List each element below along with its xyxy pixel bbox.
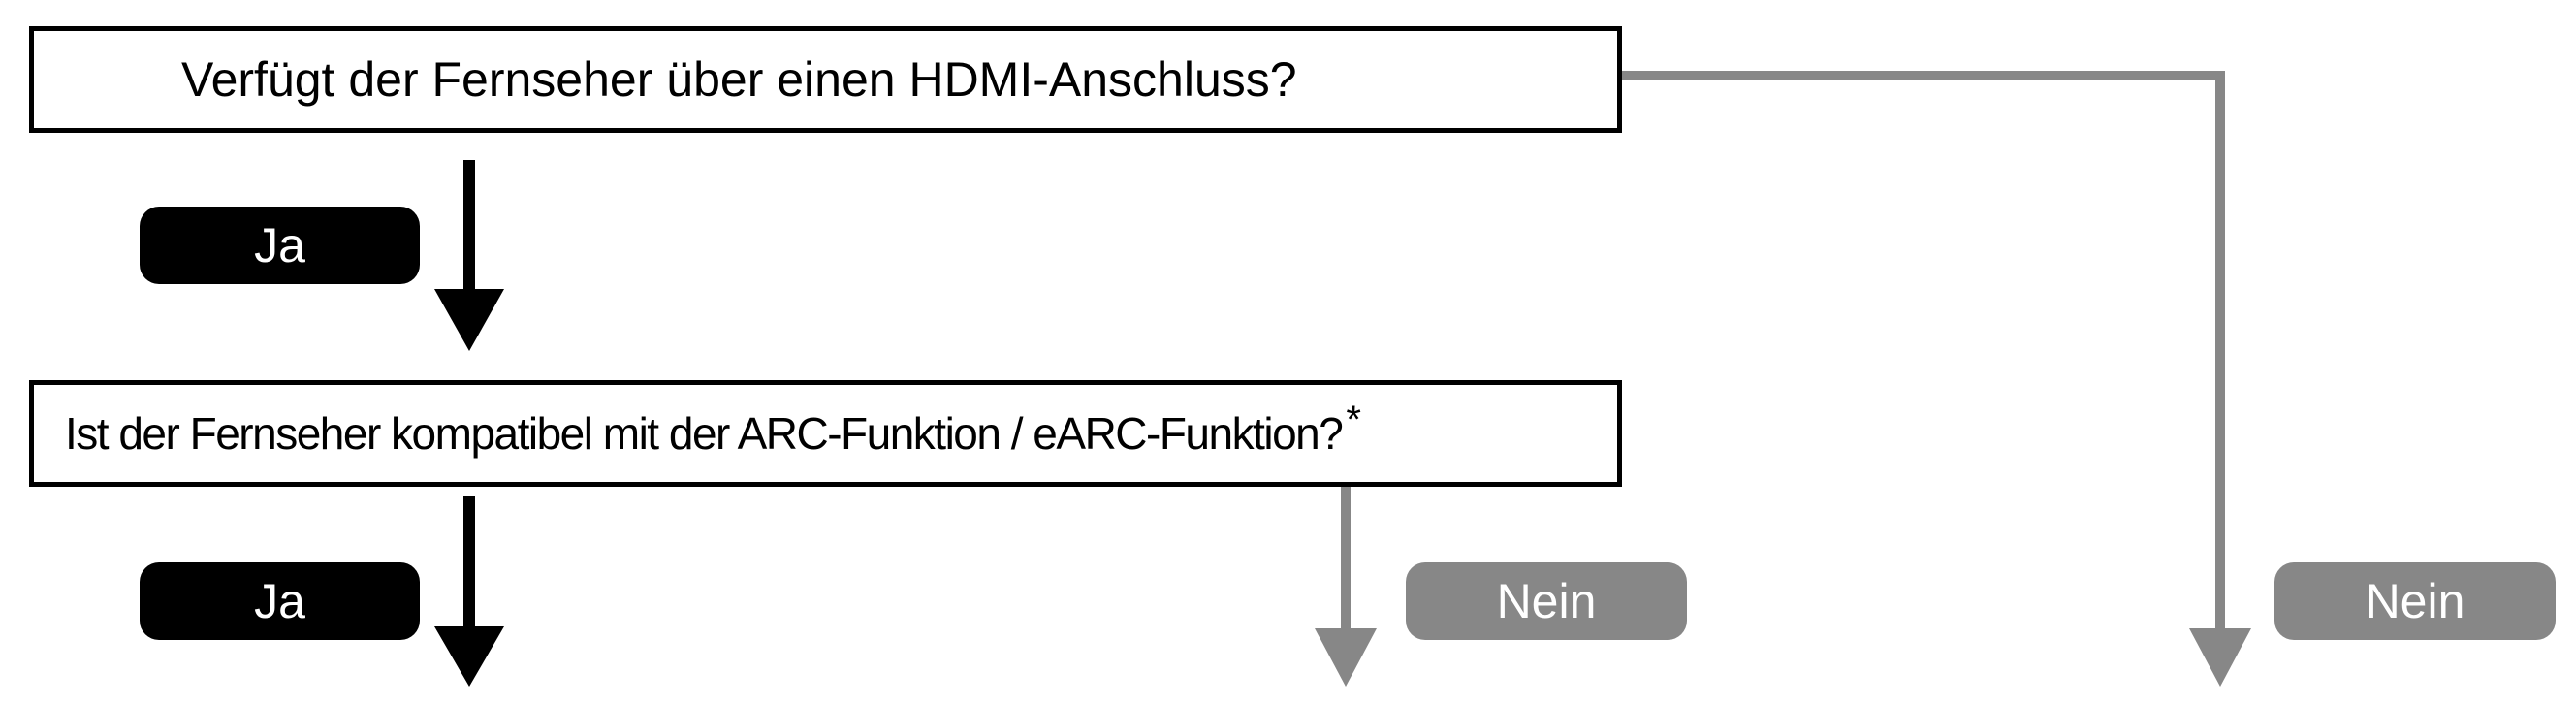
arrow-no-arc [1315, 485, 1377, 687]
arrow-yes-hdmi [434, 160, 504, 351]
answer-no-arc-badge: Nein [1406, 562, 1687, 640]
answer-no-hdmi-label: Nein [2365, 574, 2465, 628]
question-arc-text: Ist der Fernseher kompatibel mit der ARC… [65, 408, 1344, 459]
question-arc-box: Ist der Fernseher kompatibel mit der ARC… [29, 380, 1622, 487]
answer-yes-arc-badge: Ja [140, 562, 420, 640]
question-hdmi-box: Verfügt der Fernseher über einen HDMI-An… [29, 26, 1622, 133]
answer-yes-hdmi-badge: Ja [140, 207, 420, 284]
answer-no-hdmi-badge: Nein [2274, 562, 2556, 640]
question-hdmi-text: Verfügt der Fernseher über einen HDMI-An… [181, 52, 1297, 107]
footnote-asterisk: * [1346, 398, 1361, 441]
answer-yes-arc-label: Ja [254, 574, 305, 628]
answer-yes-hdmi-label: Ja [254, 218, 305, 272]
arrow-yes-arc [434, 496, 504, 687]
answer-no-arc-label: Nein [1496, 574, 1597, 628]
arrow-no-hdmi [1622, 71, 2251, 687]
